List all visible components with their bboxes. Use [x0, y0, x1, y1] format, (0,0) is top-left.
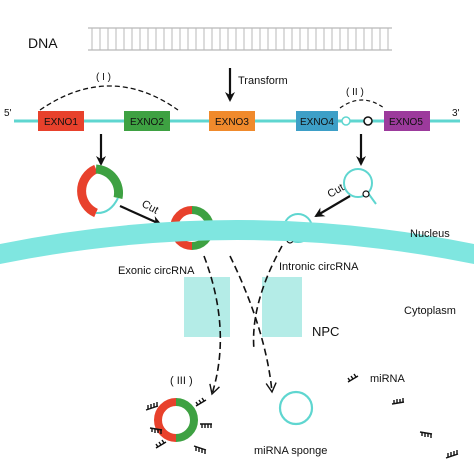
cut-arrow-right: [314, 195, 351, 218]
five-prime-label: 5': [4, 108, 12, 119]
transform-label: Transform: [238, 75, 288, 87]
cut-arrow-left: [119, 204, 162, 226]
cut-left-label: Cut: [140, 198, 161, 217]
npc-pore-left: [184, 277, 230, 337]
exon-4-box: [296, 111, 338, 131]
npc-pore-right: [262, 277, 302, 337]
exon-2-label: EXNO2: [130, 117, 164, 128]
mirna-free-2: [391, 398, 405, 405]
export-arrow-exonic: [203, 255, 222, 396]
exon-1-label: EXNO1: [44, 117, 78, 128]
mirna-comb-5: [200, 423, 212, 428]
exon-1: EXNO1: [38, 111, 84, 131]
mirna-comb-2: [149, 427, 163, 434]
mirna-sponge-circle: [278, 390, 314, 426]
nucleus-label: Nucleus: [410, 228, 450, 240]
mirna-comb-3: [155, 439, 167, 449]
mirna-sponge-label: miRNA sponge: [254, 445, 327, 457]
splice-arc-1: [39, 85, 179, 111]
precursor-red-arc: [77, 164, 99, 218]
lariat-ring: [343, 168, 373, 198]
precursor-intron-arc: [95, 197, 119, 215]
roman-3-label: ( III ): [170, 375, 193, 387]
roman-1-label: ( I ): [96, 72, 111, 83]
dna-label: DNA: [28, 35, 58, 51]
three-prime-label: 3': [452, 108, 460, 119]
cyto-green-arc: [175, 398, 198, 442]
intronic-circrna-label: Intronic circRNA: [279, 261, 359, 273]
exon-5-label: EXNO5: [389, 117, 423, 128]
nuclear-membrane: [0, 220, 474, 264]
export-arrow-sponge: [229, 255, 277, 394]
mirna-free-4: [445, 450, 459, 459]
intronic-lariat: [343, 168, 377, 205]
dna-ladder: [88, 27, 392, 51]
exon-3-label: EXNO3: [215, 117, 249, 128]
exon-5: EXNO5: [384, 111, 430, 131]
mirna-label: miRNA: [370, 373, 405, 385]
exon-3: EXNO3: [209, 111, 255, 131]
mirna-free-1: [347, 373, 359, 383]
mirna-comb-6: [193, 445, 207, 454]
exonic-circrna-label: Exonic circRNA: [118, 265, 195, 277]
cytoplasm-label: Cytoplasm: [404, 305, 456, 317]
lariat-branch-point: [362, 190, 370, 198]
exon-1-box: [38, 111, 84, 131]
dna-rungs: [91, 28, 389, 50]
exonic-precursor-circle: [77, 164, 123, 218]
exon-4: EXNO4: [296, 111, 338, 131]
exon-3-box: [209, 111, 255, 131]
mirna-free: [347, 373, 459, 459]
exon-2-box: [124, 111, 170, 131]
mirna-comb-1: [145, 402, 159, 411]
precursor-green-arc: [95, 164, 123, 199]
mirna-comb-4: [195, 397, 207, 407]
intron-branch-point-1: [341, 116, 351, 126]
mirna-combs-bound: [145, 397, 212, 454]
roman-2-label: ( II ): [346, 87, 364, 98]
mirna-free-3: [419, 431, 433, 438]
cyto-red-arc: [154, 398, 177, 442]
intron-branch-point-2: [363, 116, 373, 126]
npc-label: NPC: [312, 324, 339, 339]
cytoplasm-exonic-circrna: [154, 398, 198, 442]
export-arrow-intronic: [252, 245, 283, 351]
splice-arc-2: [339, 99, 385, 109]
exon-5-box: [384, 111, 430, 131]
exon-2: EXNO2: [124, 111, 170, 131]
exon-4-label: EXNO4: [300, 117, 334, 128]
